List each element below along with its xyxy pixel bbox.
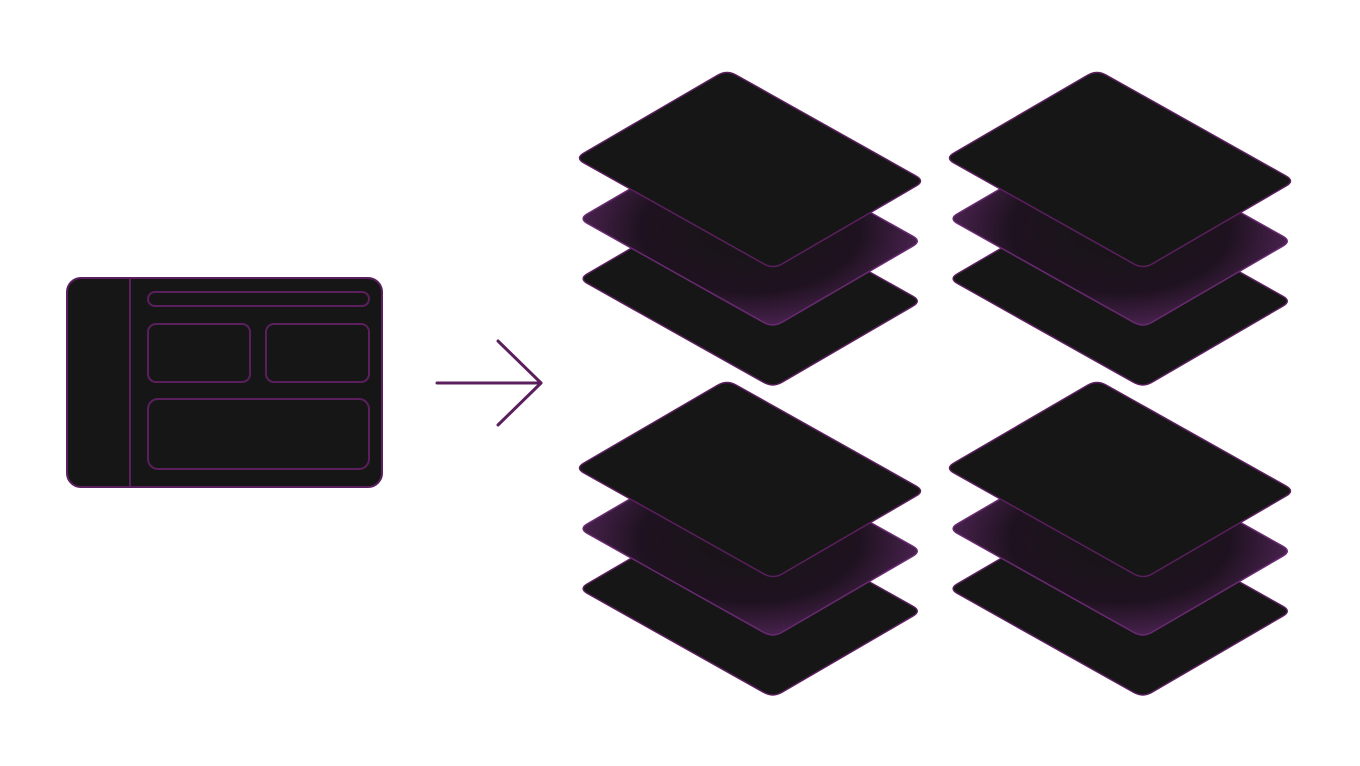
content-card-right — [265, 323, 370, 383]
layer-stack-icon — [578, 71, 922, 386]
arrow-right-icon — [435, 339, 543, 427]
layer-stack-icon — [948, 381, 1292, 696]
content-card-left — [147, 323, 251, 383]
app-layout-wireframe-icon — [66, 277, 383, 488]
content-panel-wide — [147, 398, 370, 470]
layer-stack-icon — [578, 381, 922, 696]
layer-stacks — [578, 71, 1292, 696]
header-bar — [147, 291, 370, 307]
layer-stack-icon — [948, 71, 1292, 386]
